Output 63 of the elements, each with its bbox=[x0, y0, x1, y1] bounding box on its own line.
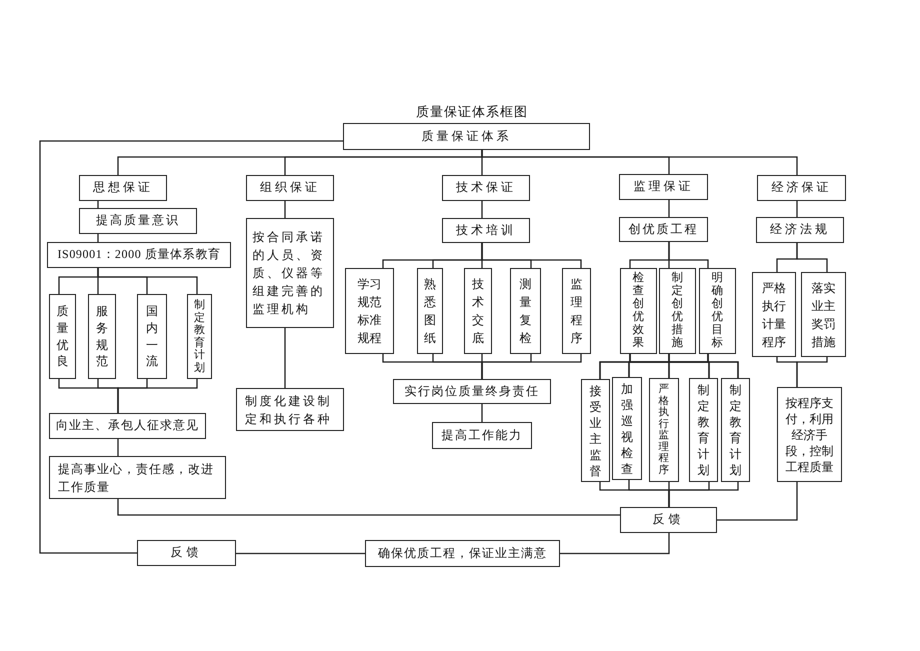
connector-line bbox=[117, 499, 620, 516]
process-box: 思想保证 bbox=[79, 175, 167, 201]
connector-line bbox=[481, 243, 582, 268]
connector-line bbox=[668, 482, 739, 507]
process-box: 经济法规 bbox=[756, 217, 844, 243]
connector-line bbox=[284, 328, 286, 388]
process-box: 组织保证 bbox=[246, 175, 334, 201]
connector-line bbox=[796, 357, 828, 387]
connector-line bbox=[668, 200, 670, 217]
process-box: 技术交底 bbox=[464, 268, 492, 354]
process-box: 技术保证 bbox=[442, 175, 530, 201]
connector-line bbox=[97, 268, 198, 294]
process-box: 制定教育计划 bbox=[187, 294, 212, 379]
process-box: 检查创优效果 bbox=[620, 268, 657, 354]
process-box: 熟悉图纸 bbox=[417, 268, 443, 354]
process-box: 加强巡视检查 bbox=[612, 377, 642, 480]
connector-line bbox=[236, 552, 365, 554]
process-box: 服务规范 bbox=[88, 294, 116, 379]
process-box: 实行岗位质量终身责任 bbox=[393, 379, 551, 404]
diagram-title: 质量保证体系框图 bbox=[416, 103, 528, 121]
process-box: 技术培训 bbox=[442, 218, 530, 243]
process-box: 质量优良 bbox=[49, 294, 76, 379]
process-box: 向业主、承包人征求意见 bbox=[49, 413, 206, 439]
process-box: 提高质量意识 bbox=[79, 208, 197, 234]
connector-line bbox=[796, 201, 798, 217]
process-box: 测量复检 bbox=[510, 268, 541, 354]
process-box: 质量保证体系 bbox=[343, 123, 590, 150]
process-box: 严格执行计量程序 bbox=[752, 272, 796, 357]
connector-line bbox=[796, 243, 828, 272]
process-box: 经济保证 bbox=[757, 175, 846, 201]
process-box: 确保优质工程，保证业主满意 bbox=[365, 540, 560, 567]
connector-line bbox=[481, 404, 483, 422]
connector-line bbox=[707, 354, 739, 378]
connector-line bbox=[481, 354, 582, 379]
process-box: 明确创优目标 bbox=[699, 268, 736, 354]
process-box: 反馈 bbox=[620, 507, 717, 533]
connector-line bbox=[117, 439, 119, 456]
connector-line bbox=[668, 242, 709, 268]
process-box: 严格执行监理程序 bbox=[649, 378, 679, 482]
process-box: 学习规范标准规程 bbox=[345, 268, 394, 354]
process-box: 反馈 bbox=[137, 540, 236, 566]
process-box: 提高工作能力 bbox=[432, 422, 532, 449]
process-box: 制定创优措施 bbox=[659, 268, 696, 354]
process-box: 制定教育计划 bbox=[689, 378, 718, 482]
connector-line bbox=[481, 150, 798, 175]
process-box: 创优质工程 bbox=[619, 217, 708, 242]
process-box: 按程序支付，利用经济手段，控制工程质量 bbox=[777, 387, 842, 482]
connector-line bbox=[560, 533, 670, 554]
connector-line bbox=[717, 482, 798, 521]
process-box: 制度化建设制定和执行各种 bbox=[236, 388, 344, 431]
connector-line bbox=[284, 201, 286, 218]
process-box: 监理保证 bbox=[619, 174, 708, 200]
process-box: 接受业主监督 bbox=[581, 379, 610, 482]
process-box: 制定教育计划 bbox=[721, 378, 750, 482]
process-box: 国内一流 bbox=[137, 294, 167, 379]
connector-line bbox=[117, 379, 198, 413]
process-box: 监理程序 bbox=[562, 268, 591, 354]
process-box: 提高事业心，责任感，改进工作质量 bbox=[49, 456, 226, 499]
process-box: 落实业主奖罚措施 bbox=[801, 272, 846, 357]
process-box: 按合同承诺的人员、资质、仪器等组建完善的监理机构 bbox=[246, 218, 334, 328]
connector-line bbox=[39, 140, 343, 554]
process-box: IS09001：2000 质量体系教育 bbox=[47, 242, 231, 268]
connector-line bbox=[481, 201, 483, 218]
